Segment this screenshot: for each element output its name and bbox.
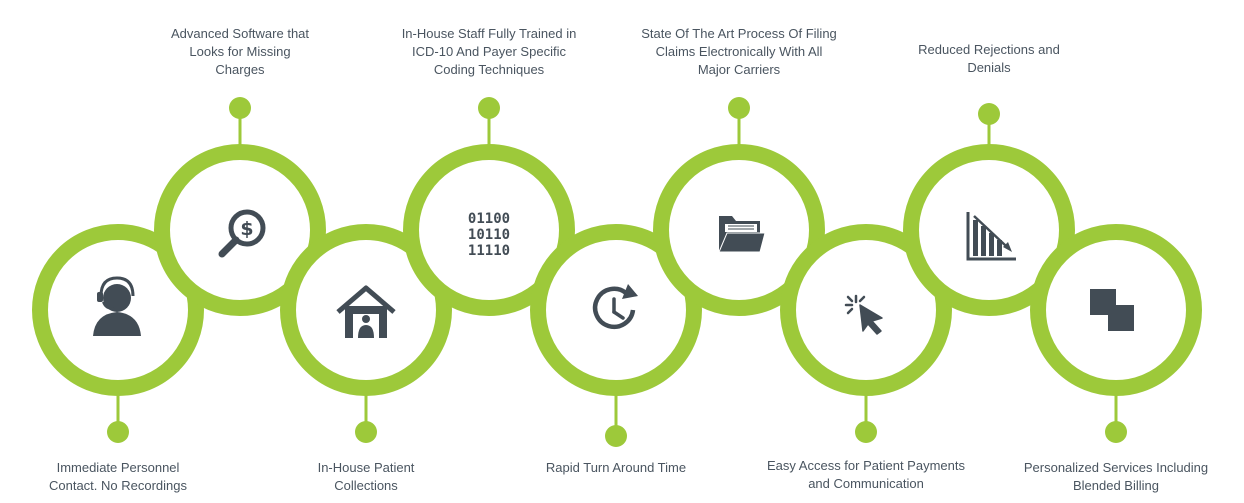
binary-line-3: 11110 <box>468 243 510 259</box>
folder-icon <box>718 216 766 253</box>
declining-chart-icon <box>966 212 1016 261</box>
clock-refresh-icon <box>592 284 638 330</box>
feature-label-1: Immediate Personnel Contact. No Recordin… <box>48 460 187 493</box>
headset-user-icon <box>93 276 141 336</box>
cursor-click-icon <box>844 294 883 335</box>
ring-5 <box>530 224 702 396</box>
feature-label-7: Easy Access for Patient Payments and Com… <box>767 458 965 491</box>
feature-label-6: State Of The Art Process Of Filing Claim… <box>641 26 837 77</box>
ring-4 <box>403 144 575 316</box>
overlapping-squares-icon <box>1090 289 1134 331</box>
feature-label-5: Rapid Turn Around Time <box>545 460 687 475</box>
feature-label-8: Reduced Rejections and Denials <box>918 42 1060 75</box>
feature-label-4: In-House Staff Fully Trained in ICD-10 A… <box>401 26 577 77</box>
feature-label-9: Personalized Services Including Blended … <box>1023 460 1209 493</box>
dollar-magnifier-icon: $ <box>218 209 266 258</box>
ring-2 <box>154 144 326 316</box>
binary-line-1: 01100 <box>468 211 510 227</box>
binary-code-icon: 01100 10110 11110 <box>468 211 510 259</box>
feature-label-3: In-House Patient Collections <box>317 460 415 493</box>
house-person-icon <box>336 285 396 338</box>
feature-label-2: Advanced Software that Looks for Missing… <box>170 26 310 77</box>
svg-text:$: $ <box>240 218 253 240</box>
binary-line-2: 10110 <box>468 227 510 243</box>
